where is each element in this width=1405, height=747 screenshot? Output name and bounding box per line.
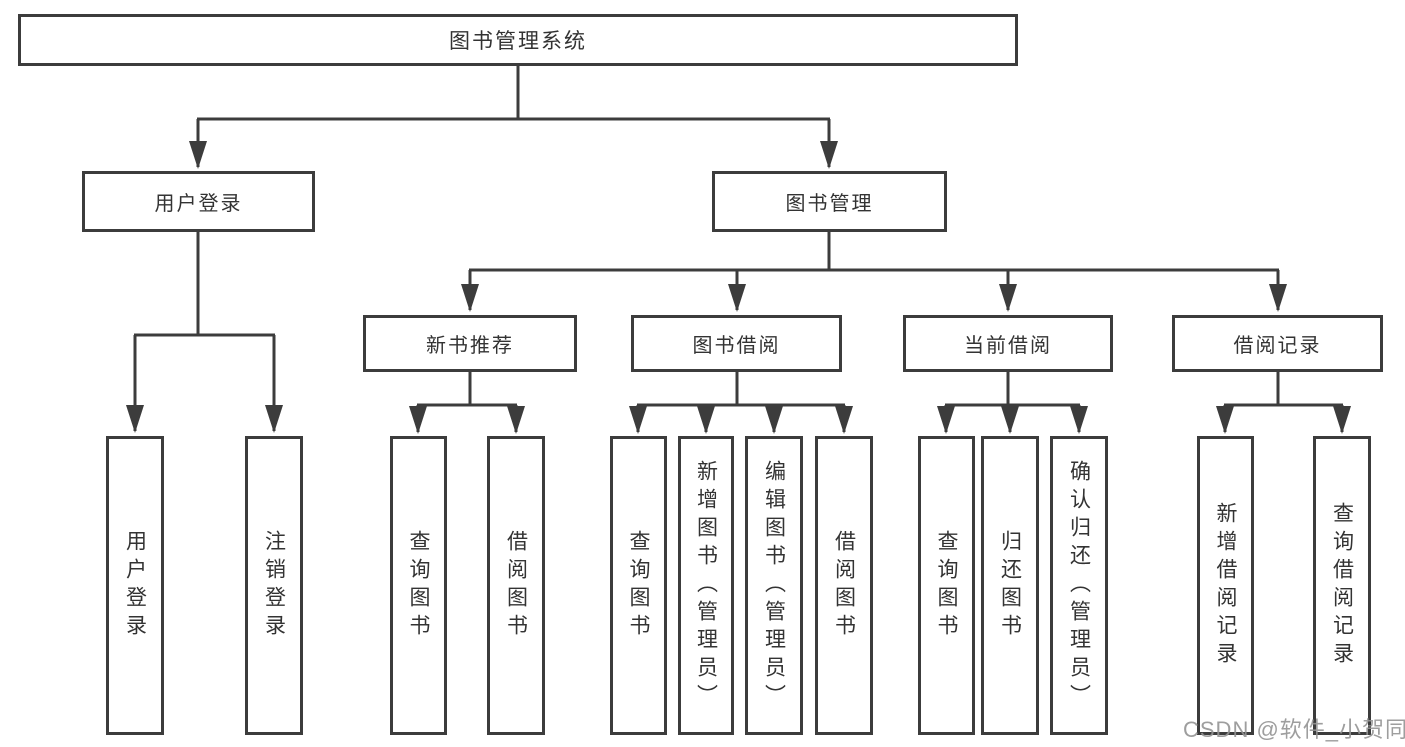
- node-user-login-label: 用户登录: [154, 193, 243, 215]
- leaf-logout-label: 注销登录: [262, 529, 286, 642]
- leaf-return-book: 归还图书: [981, 436, 1039, 735]
- connector-bookborrow-to-leaves: [629, 370, 853, 434]
- leaf-query-books-recommend: 查询图书: [390, 436, 447, 735]
- connector-bookmgmt-to-level2: [461, 230, 1287, 312]
- leaf-add-borrow-record: 新增借阅记录: [1197, 436, 1254, 735]
- node-user-login: 用户登录: [82, 171, 315, 232]
- node-book-management: 图书管理: [712, 171, 947, 232]
- leaf-query-books-recommend-label: 查询图书: [407, 529, 430, 642]
- leaf-add-borrow-record-label: 新增借阅记录: [1214, 501, 1237, 670]
- leaf-borrow-books-2: 借阅图书: [815, 436, 873, 735]
- leaf-edit-book-admin: 编辑图书（管理员）: [745, 436, 803, 735]
- leaf-user-login-label: 用户登录: [123, 529, 147, 642]
- connector-currentborrow-to-leaves: [937, 370, 1088, 434]
- connector-newbook-to-leaves: [409, 370, 525, 434]
- connector-root-to-level1: [189, 65, 838, 169]
- leaf-borrow-books-2-label: 借阅图书: [832, 529, 856, 642]
- leaf-confirm-return-admin: 确认归还（管理员）: [1050, 436, 1108, 735]
- leaf-user-login: 用户登录: [106, 436, 164, 735]
- node-new-book-recommend-label: 新书推荐: [426, 335, 514, 357]
- node-book-borrow: 图书借阅: [631, 315, 842, 372]
- node-current-borrow: 当前借阅: [903, 315, 1113, 372]
- leaf-borrow-books-recommend-label: 借阅图书: [504, 529, 528, 642]
- leaf-query-books-borrow: 查询图书: [610, 436, 667, 735]
- leaf-query-borrow-record-label: 查询借阅记录: [1330, 501, 1354, 670]
- node-system-root: 图书管理系统: [18, 14, 1018, 66]
- leaf-query-books-borrow-label: 查询图书: [627, 529, 650, 642]
- node-new-book-recommend: 新书推荐: [363, 315, 577, 372]
- leaf-borrow-books-recommend: 借阅图书: [487, 436, 545, 735]
- node-borrow-records: 借阅记录: [1172, 315, 1383, 372]
- leaf-logout: 注销登录: [245, 436, 303, 735]
- node-borrow-records-label: 借阅记录: [1233, 335, 1322, 357]
- connector-borrowrecords-to-leaves: [1216, 370, 1351, 434]
- leaf-confirm-return-admin-label: 确认归还（管理员）: [1067, 459, 1091, 712]
- leaf-query-books-current-label: 查询图书: [935, 529, 958, 642]
- leaf-edit-book-admin-label: 编辑图书（管理员）: [762, 459, 786, 712]
- node-book-management-label: 图书管理: [785, 193, 874, 215]
- node-system-root-label: 图书管理系统: [449, 30, 587, 53]
- leaf-query-borrow-record: 查询借阅记录: [1313, 436, 1371, 735]
- node-book-borrow-label: 图书借阅: [692, 335, 781, 357]
- connector-userlogin-to-leaves: [126, 230, 283, 433]
- node-current-borrow-label: 当前借阅: [964, 335, 1052, 357]
- leaf-query-books-current: 查询图书: [918, 436, 975, 735]
- leaf-return-book-label: 归还图书: [998, 529, 1022, 642]
- leaf-add-book-admin: 新增图书（管理员）: [678, 436, 734, 735]
- leaf-add-book-admin-label: 新增图书（管理员）: [694, 459, 718, 712]
- csdn-watermark: CSDN @软件_小贺同学: [1183, 717, 1405, 742]
